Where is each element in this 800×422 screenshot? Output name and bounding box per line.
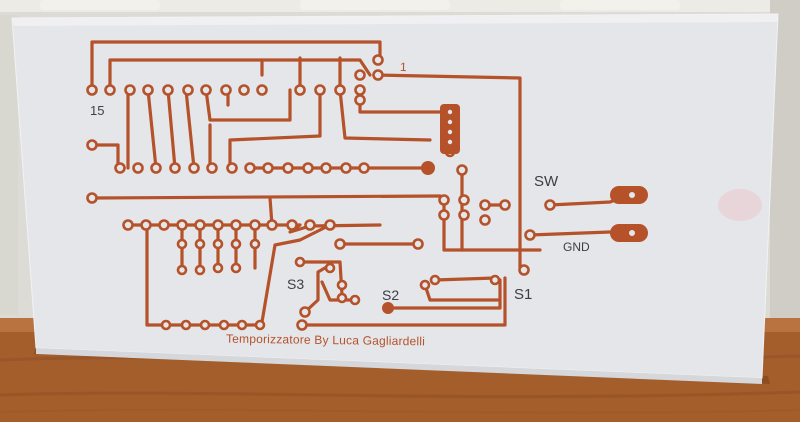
label-s1: S1 — [514, 286, 533, 303]
copper-pads — [86, 54, 556, 331]
label-gnd: GND — [563, 240, 590, 254]
label-s3: S3 — [287, 276, 305, 292]
label-sw: SW — [534, 173, 559, 190]
pin-label-15: 15 — [90, 103, 105, 118]
label-s2: S2 — [382, 287, 400, 303]
credit-text: Temporizzatore By Luca Gagliardelli — [225, 331, 426, 349]
pin-label-1: 1 — [399, 59, 408, 75]
